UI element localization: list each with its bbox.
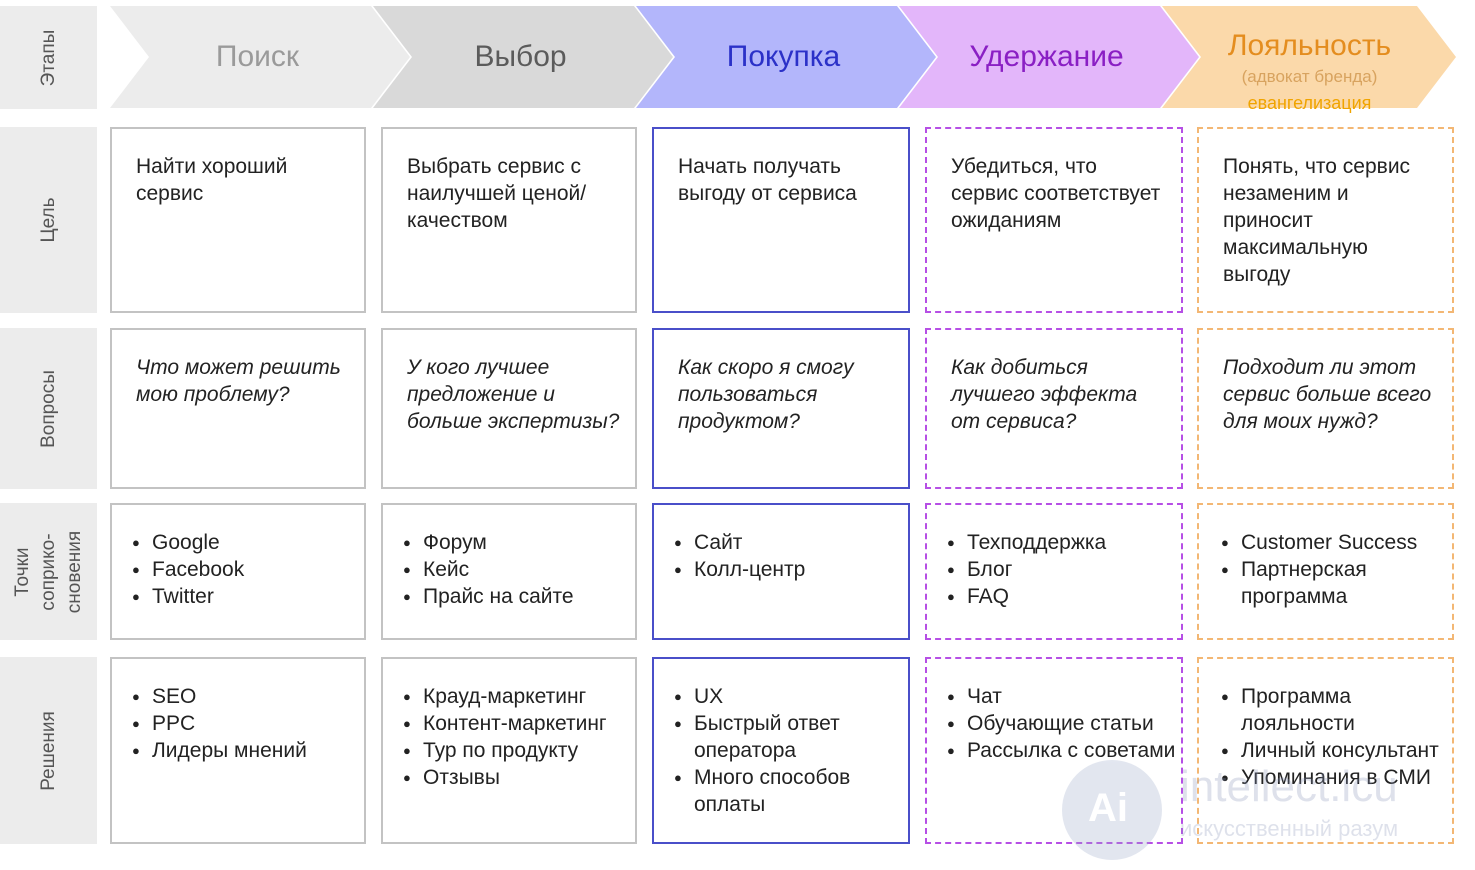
question-cell-retention: Как добиться лучшего эффекта от сервиса? [925, 328, 1183, 489]
row-label-stages: Этапы [0, 6, 97, 109]
stage-sub-advocate: (адвокат бренда) [1241, 67, 1378, 86]
list-item: Упоминания в СМИ [1221, 764, 1450, 791]
question-text: Как добиться лучшего эффекта от сервиса? [951, 356, 1138, 433]
solution-cell-search: SEO PPC Лидеры мнений [110, 657, 366, 844]
question-text: Подходит ли этот сервис больше всего для… [1223, 356, 1432, 433]
goal-text: Убедиться, что сервис соответствует ожид… [951, 155, 1161, 232]
list-item: Много способов оплаты [674, 764, 894, 818]
touchpoint-cell-retention: Техподдержка Блог FAQ [925, 503, 1183, 640]
solution-list: Крауд-маркетинг Контент-маркетинг Тур по… [403, 683, 631, 791]
list-item: Чат [947, 683, 1177, 710]
touchpoint-list: Форум Кейс Прайс на сайте [403, 529, 621, 610]
list-item: Форум [403, 529, 621, 556]
stage-label-loyalty: Лояльность [1227, 29, 1392, 62]
list-item: Быстрый ответ оператора [674, 710, 894, 764]
list-item: Google [132, 529, 350, 556]
list-item: SEO [132, 683, 350, 710]
question-cell-choice: У кого лучшее предложение и больше экспе… [381, 328, 637, 489]
goal-cell-choice: Выбрать сервис с наилучшей ценой/качеств… [381, 127, 637, 313]
list-item: Блог [947, 556, 1167, 583]
row-label-goal: Цель [0, 127, 97, 313]
row-label-solutions: Решения [0, 657, 97, 844]
stage-label-choice: Выбор [474, 40, 567, 73]
list-item: Кейс [403, 556, 621, 583]
list-item: Партнерская программа [1221, 556, 1448, 610]
stage-sub-evangelism: евангелизация [1247, 93, 1372, 113]
solution-list: Чат Обучающие статьи Рассылка с советами [947, 683, 1177, 764]
list-item: Twitter [132, 583, 350, 610]
solution-list: Программа лояльности Личный консультант … [1221, 683, 1450, 791]
row-label-goal-text: Цель [37, 197, 59, 243]
list-item: Отзывы [403, 764, 631, 791]
list-item: Колл-центр [674, 556, 894, 583]
touchpoint-list: Google Facebook Twitter [132, 529, 350, 610]
touchpoint-list: Техподдержка Блог FAQ [947, 529, 1167, 610]
touchpoint-cell-loyalty: Customer Success Партнерская программа [1197, 503, 1454, 640]
list-item: Программа лояльности [1221, 683, 1450, 737]
stage-label-retention: Удержание [969, 40, 1124, 73]
solution-cell-purchase: UX Быстрый ответ оператора Много способо… [652, 657, 910, 844]
question-text: У кого лучшее предложение и больше экспе… [407, 356, 620, 433]
list-item: Прайс на сайте [403, 583, 621, 610]
goal-cell-retention: Убедиться, что сервис соответствует ожид… [925, 127, 1183, 313]
goal-text: Выбрать сервис с наилучшей ценой/качеств… [407, 155, 587, 232]
list-item: Техподдержка [947, 529, 1167, 556]
list-item: PPC [132, 710, 350, 737]
touchpoint-list: Customer Success Партнерская программа [1221, 529, 1448, 610]
row-label-touchpoints: Точки соприко- сновения [0, 503, 97, 640]
list-item: UX [674, 683, 894, 710]
list-item: Тур по продукту [403, 737, 631, 764]
question-cell-purchase: Как скоро я смогу пользоваться продуктом… [652, 328, 910, 489]
question-text: Как скоро я смогу пользоваться продуктом… [678, 356, 854, 433]
watermark-subtitle: искусственный разум [1180, 816, 1399, 841]
row-label-solutions-text: Решения [37, 710, 59, 791]
touchpoint-cell-search: Google Facebook Twitter [110, 503, 366, 640]
row-label-touchpoints-line: Точки [11, 546, 33, 597]
solution-cell-choice: Крауд-маркетинг Контент-маркетинг Тур по… [381, 657, 637, 844]
row-label-touchpoints-line: соприко- [37, 532, 59, 611]
stage-chevrons [110, 6, 1456, 108]
list-item: Личный консультант [1221, 737, 1450, 764]
list-item: Крауд-маркетинг [403, 683, 631, 710]
stage-label-purchase: Покупка [726, 40, 841, 73]
list-item: FAQ [947, 583, 1167, 610]
watermark-logo-letters: Ai [1088, 786, 1128, 830]
stage-chevron-retention [899, 6, 1199, 108]
watermark-logo-icon [1062, 760, 1162, 860]
list-item: Контент-маркетинг [403, 710, 631, 737]
goal-cell-search: Найти хороший сервис [110, 127, 366, 313]
goal-text: Понять, что сервис незаменим и приносит … [1223, 155, 1411, 286]
list-item: Рассылка с советами [947, 737, 1177, 764]
list-item: Facebook [132, 556, 350, 583]
list-item: Обучающие статьи [947, 710, 1177, 737]
stage-label-search: Поиск [215, 40, 300, 73]
stage-chevron-choice [373, 6, 673, 108]
goal-cell-purchase: Начать получать выгоду от сервиса [652, 127, 910, 313]
solution-list: UX Быстрый ответ оператора Много способо… [674, 683, 894, 818]
watermark-title: intellect.icu [1180, 762, 1398, 811]
solution-cell-loyalty: Программа лояльности Личный консультант … [1197, 657, 1454, 844]
watermark: Ai intellect.icu искусственный разум [1062, 760, 1462, 860]
goal-text: Найти хороший сервис [136, 155, 288, 205]
goal-text: Начать получать выгоду от сервиса [678, 155, 857, 205]
question-cell-search: Что может решить мою проблему? [110, 328, 366, 489]
goal-cell-loyalty: Понять, что сервис незаменим и приносит … [1197, 127, 1454, 313]
question-cell-loyalty: Подходит ли этот сервис больше всего для… [1197, 328, 1454, 489]
touchpoint-list: Сайт Колл-центр [674, 529, 894, 583]
touchpoint-cell-purchase: Сайт Колл-центр [652, 503, 910, 640]
list-item: Лидеры мнений [132, 737, 350, 764]
row-label-questions-text: Вопросы [37, 369, 59, 448]
stage-chevron-search [110, 6, 410, 108]
solution-cell-retention: Чат Обучающие статьи Рассылка с советами [925, 657, 1183, 844]
solution-list: SEO PPC Лидеры мнений [132, 683, 350, 764]
touchpoint-cell-choice: Форум Кейс Прайс на сайте [381, 503, 637, 640]
row-label-questions: Вопросы [0, 328, 97, 489]
row-label-touchpoints-text: Точки соприко- сновения [10, 530, 88, 612]
list-item: Customer Success [1221, 529, 1448, 556]
list-item: Сайт [674, 529, 894, 556]
row-label-touchpoints-line: сновения [63, 530, 85, 613]
stage-chevron-purchase [636, 6, 936, 108]
stage-chevron-loyalty [1162, 6, 1456, 108]
question-text: Что может решить мою проблему? [136, 356, 341, 406]
